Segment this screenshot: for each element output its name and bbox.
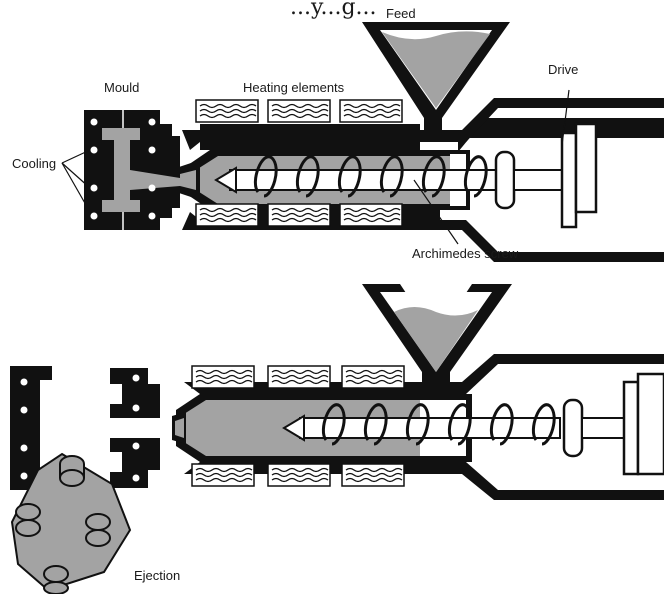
mould [84, 110, 180, 230]
label-heating-elements: Heating elements [243, 80, 345, 95]
label-cooling: Cooling [12, 156, 56, 171]
label-ejection: Ejection [134, 568, 180, 583]
drive-block [562, 133, 576, 227]
bottom-machine [10, 284, 664, 594]
label-feed: Feed [386, 6, 416, 21]
top-machine [62, 22, 664, 262]
label-mould: Mould [104, 80, 139, 95]
label-archimedes-screw: Archimedes screw [412, 246, 519, 261]
label-drive: Drive [548, 62, 578, 77]
page-title: ...y...g... [290, 0, 377, 20]
